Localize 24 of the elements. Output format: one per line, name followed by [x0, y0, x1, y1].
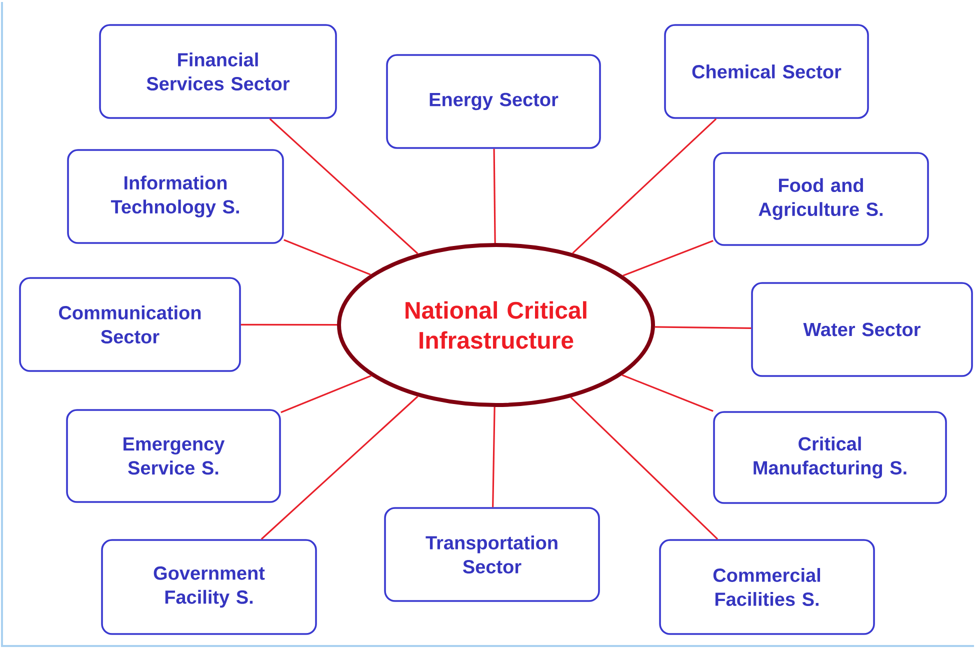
sector-box: Financial Services Sector [99, 24, 337, 119]
connector-line [493, 148, 496, 244]
connector-line [269, 118, 418, 254]
sector-box: Chemical Sector [664, 24, 869, 119]
connector-line [572, 118, 717, 254]
sector-box: Water Sector [751, 282, 973, 377]
sector-box: Emergency Service S. [66, 409, 281, 503]
sector-box: Communication Sector [19, 277, 241, 372]
sector-box: Transportation Sector [384, 507, 600, 602]
connector-line [280, 375, 372, 414]
sector-box: Food and Agriculture S. [713, 152, 929, 246]
connector-line [570, 396, 718, 540]
sector-box: Government Facility S. [101, 539, 317, 635]
connector-line [492, 406, 496, 508]
sector-box: Commercial Facilities S. [659, 539, 875, 635]
connector-line [622, 374, 714, 412]
connector-line [284, 239, 371, 276]
sector-box: Information Technology S. [67, 149, 284, 244]
connector-line [622, 240, 714, 276]
sector-box: Energy Sector [386, 54, 601, 149]
connector-line [654, 326, 752, 329]
sector-box: Critical Manufacturing S. [713, 411, 947, 504]
connector-line [260, 396, 418, 540]
connector-line [240, 324, 337, 326]
